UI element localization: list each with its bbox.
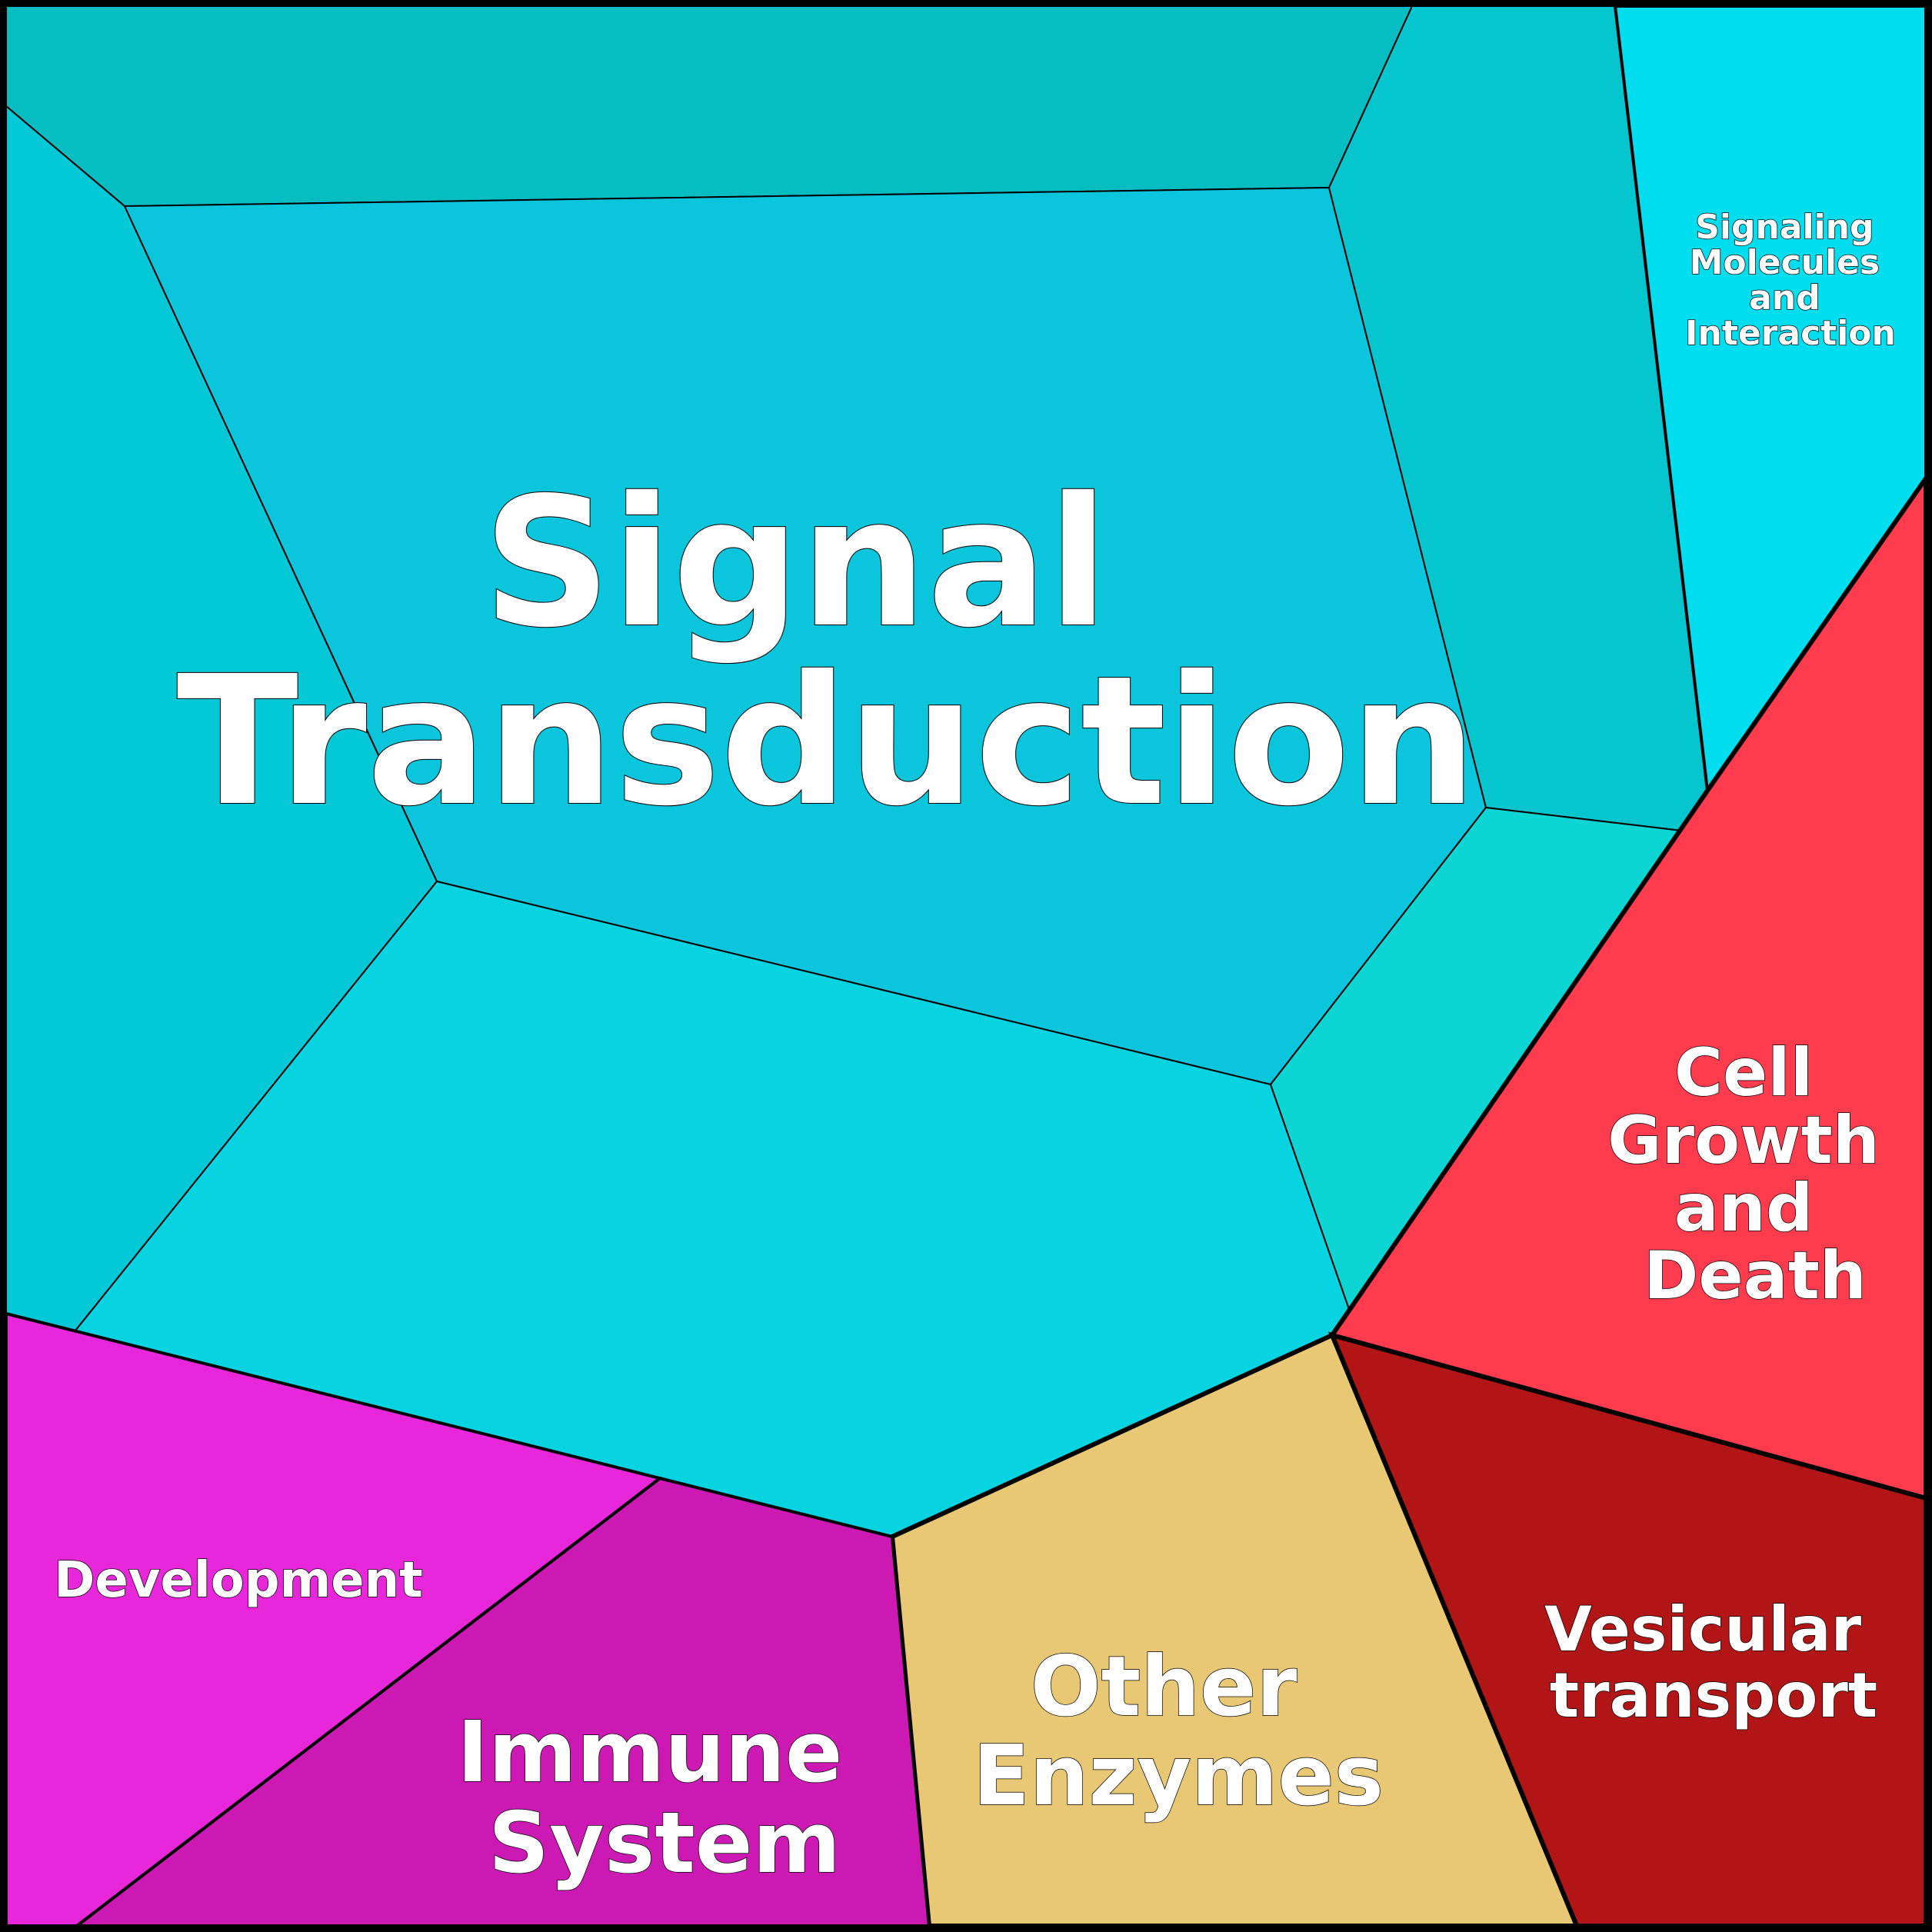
- label-signaling-molecules: Signaling Molecules and Interaction: [1685, 208, 1896, 353]
- label-cell-growth-and-death: Cell Growth and Death: [1607, 1034, 1903, 1314]
- label-immune-system: Immune System: [457, 1703, 872, 1892]
- cell-signal-top[interactable]: [5, 5, 1414, 208]
- label-development: Development: [54, 1552, 423, 1609]
- label-vesicular-transport: Vesicular transport: [1544, 1594, 1883, 1731]
- label-signal-transduction: Signal Transduction: [177, 459, 1477, 845]
- label-other-enzymes: Other Enzymes: [973, 1639, 1384, 1824]
